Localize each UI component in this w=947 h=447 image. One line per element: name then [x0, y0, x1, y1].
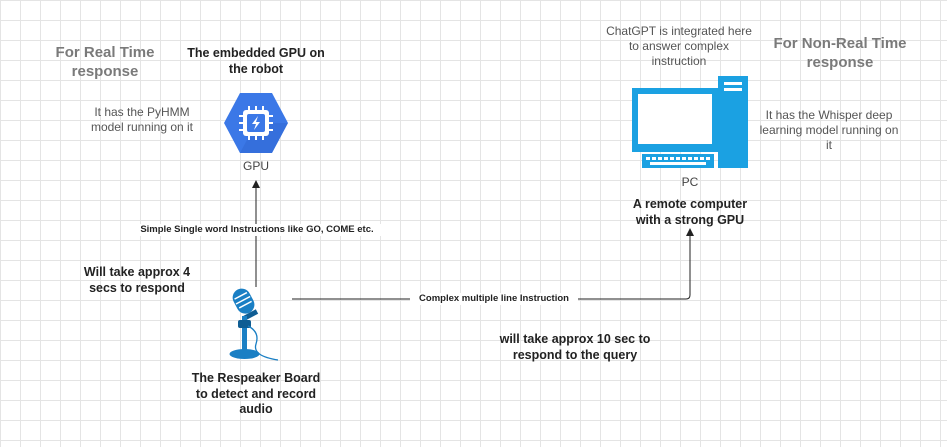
gpu-description: It has the PyHMM model running on it: [90, 105, 194, 134]
non-real-time-note: will take approx 10 sec to respond to th…: [499, 332, 651, 362]
microphone-icon: [229, 288, 279, 361]
gpu-label: GPU: [242, 159, 269, 173]
gpu-title: The embedded GPU on the robot: [187, 46, 325, 76]
desktop-computer-icon: [632, 76, 748, 168]
real-time-note: Will take approx 4 secs to respond: [83, 265, 191, 295]
mic-title: The Respeaker Board to detect and record…: [191, 371, 321, 417]
pc-description: It has the Whisper deep learning model r…: [759, 108, 899, 152]
pc-title: A remote computer with a strong GPU: [632, 197, 748, 227]
chatgpt-note: ChatGPT is integrated here to answer com…: [606, 24, 752, 68]
edge-label-complex: Complex multiple line Instruction: [410, 293, 578, 305]
edge-label-simple: Simple Single word Instructions like GO,…: [128, 224, 386, 236]
gpu-chip-icon: [224, 93, 288, 153]
edge-mic-to-pc: [292, 228, 694, 300]
pc-label: PC: [681, 175, 699, 189]
real-time-heading: For Real Time response: [55, 44, 155, 80]
non-real-time-heading: For Non-Real Time response: [773, 35, 907, 71]
